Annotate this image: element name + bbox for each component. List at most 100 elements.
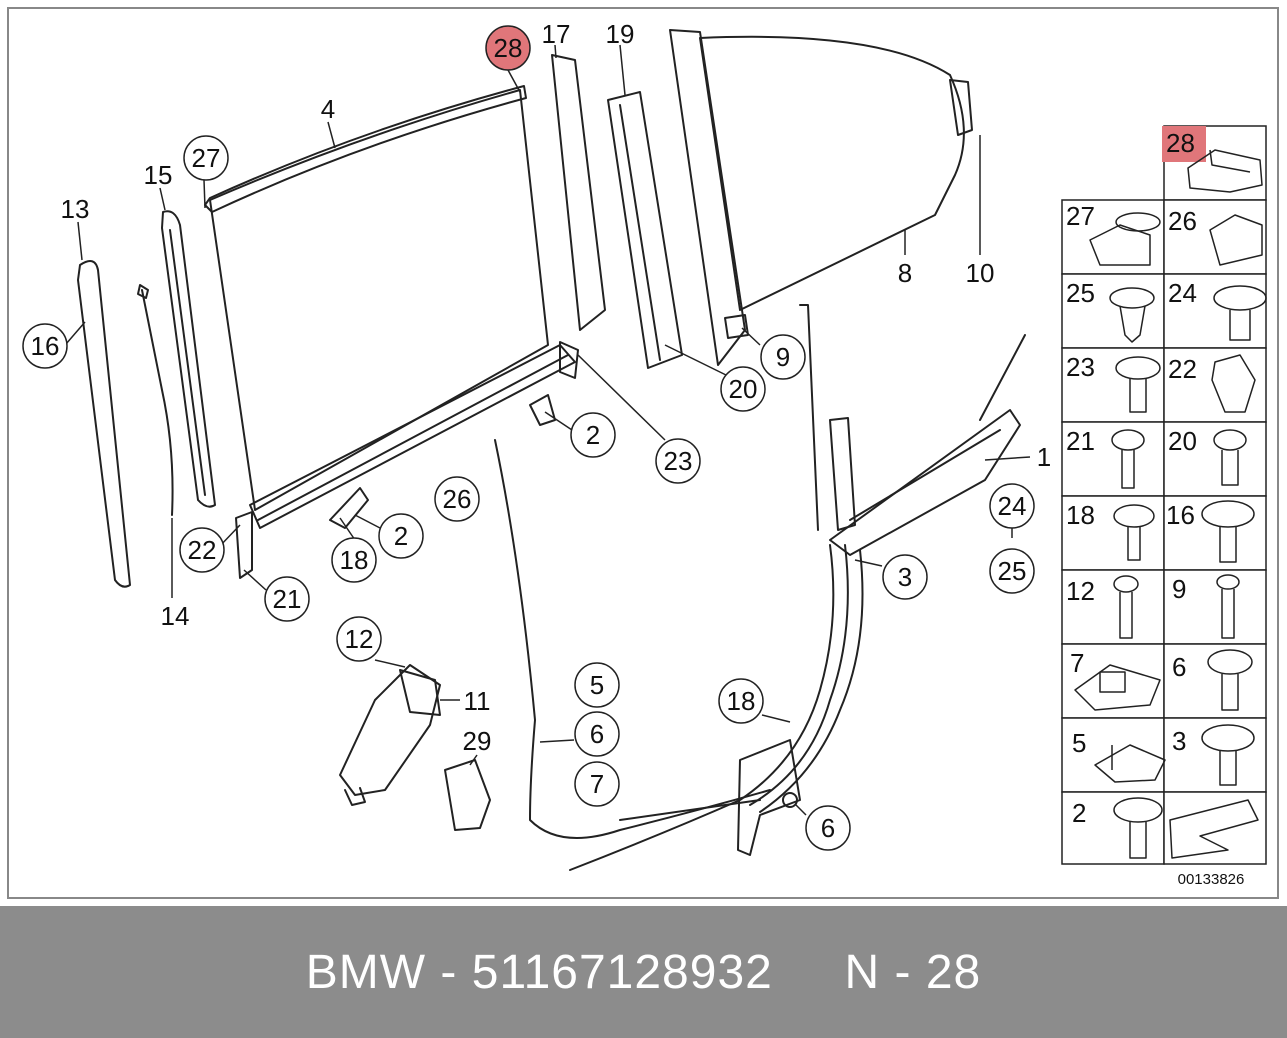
callout-7[interactable]: 7 [574,761,620,807]
callout-6b[interactable]: 6 [805,805,851,851]
callout-9[interactable]: 9 [760,334,806,380]
lower-regulator [737,739,801,856]
part-3-head [1201,724,1255,752]
bracket-2a [529,394,556,426]
panel-cell-22[interactable] [1163,347,1267,423]
leader-18b [761,714,791,723]
parts-diagram: 17 19 4 15 13 8 10 1 14 11 29 28 27 16 2… [7,7,1279,899]
callout-25[interactable]: 25 [989,548,1035,594]
callout-2b[interactable]: 2 [570,412,616,458]
part-12-shank [1119,592,1133,639]
panel-label-3: 3 [1172,726,1186,756]
panel-cell-9[interactable] [1163,569,1267,645]
panel-cell-2[interactable] [1061,791,1165,865]
part-27-icon [1089,224,1151,266]
regulator-post [829,417,856,531]
leader-19 [619,44,626,96]
panel-label-7: 7 [1070,648,1084,678]
callout-23[interactable]: 23 [655,438,701,484]
leader-1 [984,456,1031,461]
callout-21[interactable]: 21 [264,576,310,622]
callout-circle [989,483,1035,529]
callout-26[interactable]: 26 [434,476,480,522]
leader-16 [65,321,86,345]
callout-18a[interactable]: 18 [331,537,377,583]
callout-circle [331,537,377,583]
callout-circle [718,678,764,724]
callout-20[interactable]: 20 [720,366,766,412]
callout-3[interactable]: 3 [882,554,928,600]
motor-shaft [344,787,366,806]
part-7-icon [1074,664,1161,711]
panel-label-2: 2 [1072,798,1086,828]
panel-label-12: 12 [1066,576,1095,606]
clip-9 [724,314,749,339]
part-18-head [1113,504,1155,528]
part-23-head [1115,356,1161,380]
callout-circle [434,476,480,522]
callout-18a-label: 18 [340,545,369,575]
panel-cell-27[interactable] [1061,199,1165,275]
part-26-icon [1209,214,1263,266]
callout-circle [570,412,616,458]
panel-cell-20[interactable] [1163,421,1267,497]
leader-2b [354,514,381,529]
panel-cell-16[interactable] [1163,495,1267,571]
panel-cell-26[interactable] [1163,199,1267,275]
panel-cell-23[interactable] [1061,347,1165,423]
label-8: 8 [898,258,912,288]
callout-12[interactable]: 12 [336,616,382,662]
cable-d [759,549,864,813]
callout-9-label: 9 [776,342,790,372]
callout-circle [574,711,620,757]
leader-18a [339,517,356,541]
leader-17 [554,44,557,59]
motor-gear [399,669,441,716]
label-29: 29 [463,726,492,756]
diagram-frame: 17 19 4 15 13 8 10 1 14 11 29 28 27 16 2… [7,7,1279,899]
callout-25-label: 25 [998,556,1027,586]
callout-6a[interactable]: 6 [574,711,620,757]
highlight-circle [485,25,531,71]
callout-2a[interactable]: 2 [378,513,424,559]
callout-22[interactable]: 22 [179,527,225,573]
panel-cell-12[interactable] [1061,569,1165,645]
part-18-shank [1127,527,1141,561]
callout-16[interactable]: 16 [22,323,68,369]
callout-circle [989,548,1035,594]
pulley [782,792,798,808]
label-10: 10 [966,258,995,288]
callout-27-label: 27 [192,143,221,173]
leader-3 [854,559,883,567]
callout-27[interactable]: 27 [183,135,229,181]
part-20-shank [1221,450,1239,486]
cable-b [569,544,835,871]
leader-12 [374,659,406,668]
glass-clip-10 [949,79,973,136]
callout-circle [22,323,68,369]
part-25-head [1109,287,1155,309]
leader-28 [507,69,521,93]
leader-13 [77,221,83,261]
panel-label-25: 25 [1066,278,1095,308]
leader-27 [203,179,206,209]
label-1: 1 [1037,442,1051,472]
leader-6a [539,739,575,743]
panel-highlight-28 [1162,126,1206,162]
panel-label-27: 27 [1066,201,1095,231]
callout-circle [882,554,928,600]
callout-26-label: 26 [443,484,472,514]
lifter-rail [249,344,576,529]
callout-24[interactable]: 24 [989,483,1035,529]
callout-28-highlight[interactable]: 28 [485,25,531,71]
callout-circle [574,662,620,708]
callout-circle [655,438,701,484]
callout-5[interactable]: 5 [574,662,620,708]
panel-labels: 28 27 26 25 24 23 22 21 20 18 16 12 9 7 … [1066,128,1197,828]
leader-4 [327,121,336,149]
callout-18b[interactable]: 18 [718,678,764,724]
part-6-head [1207,649,1253,675]
callout-circle [179,527,225,573]
circle-callouts: 28 27 16 22 21 18 2 26 2 23 20 9 24 25 3… [22,25,1035,851]
regulator-rod [799,304,819,531]
